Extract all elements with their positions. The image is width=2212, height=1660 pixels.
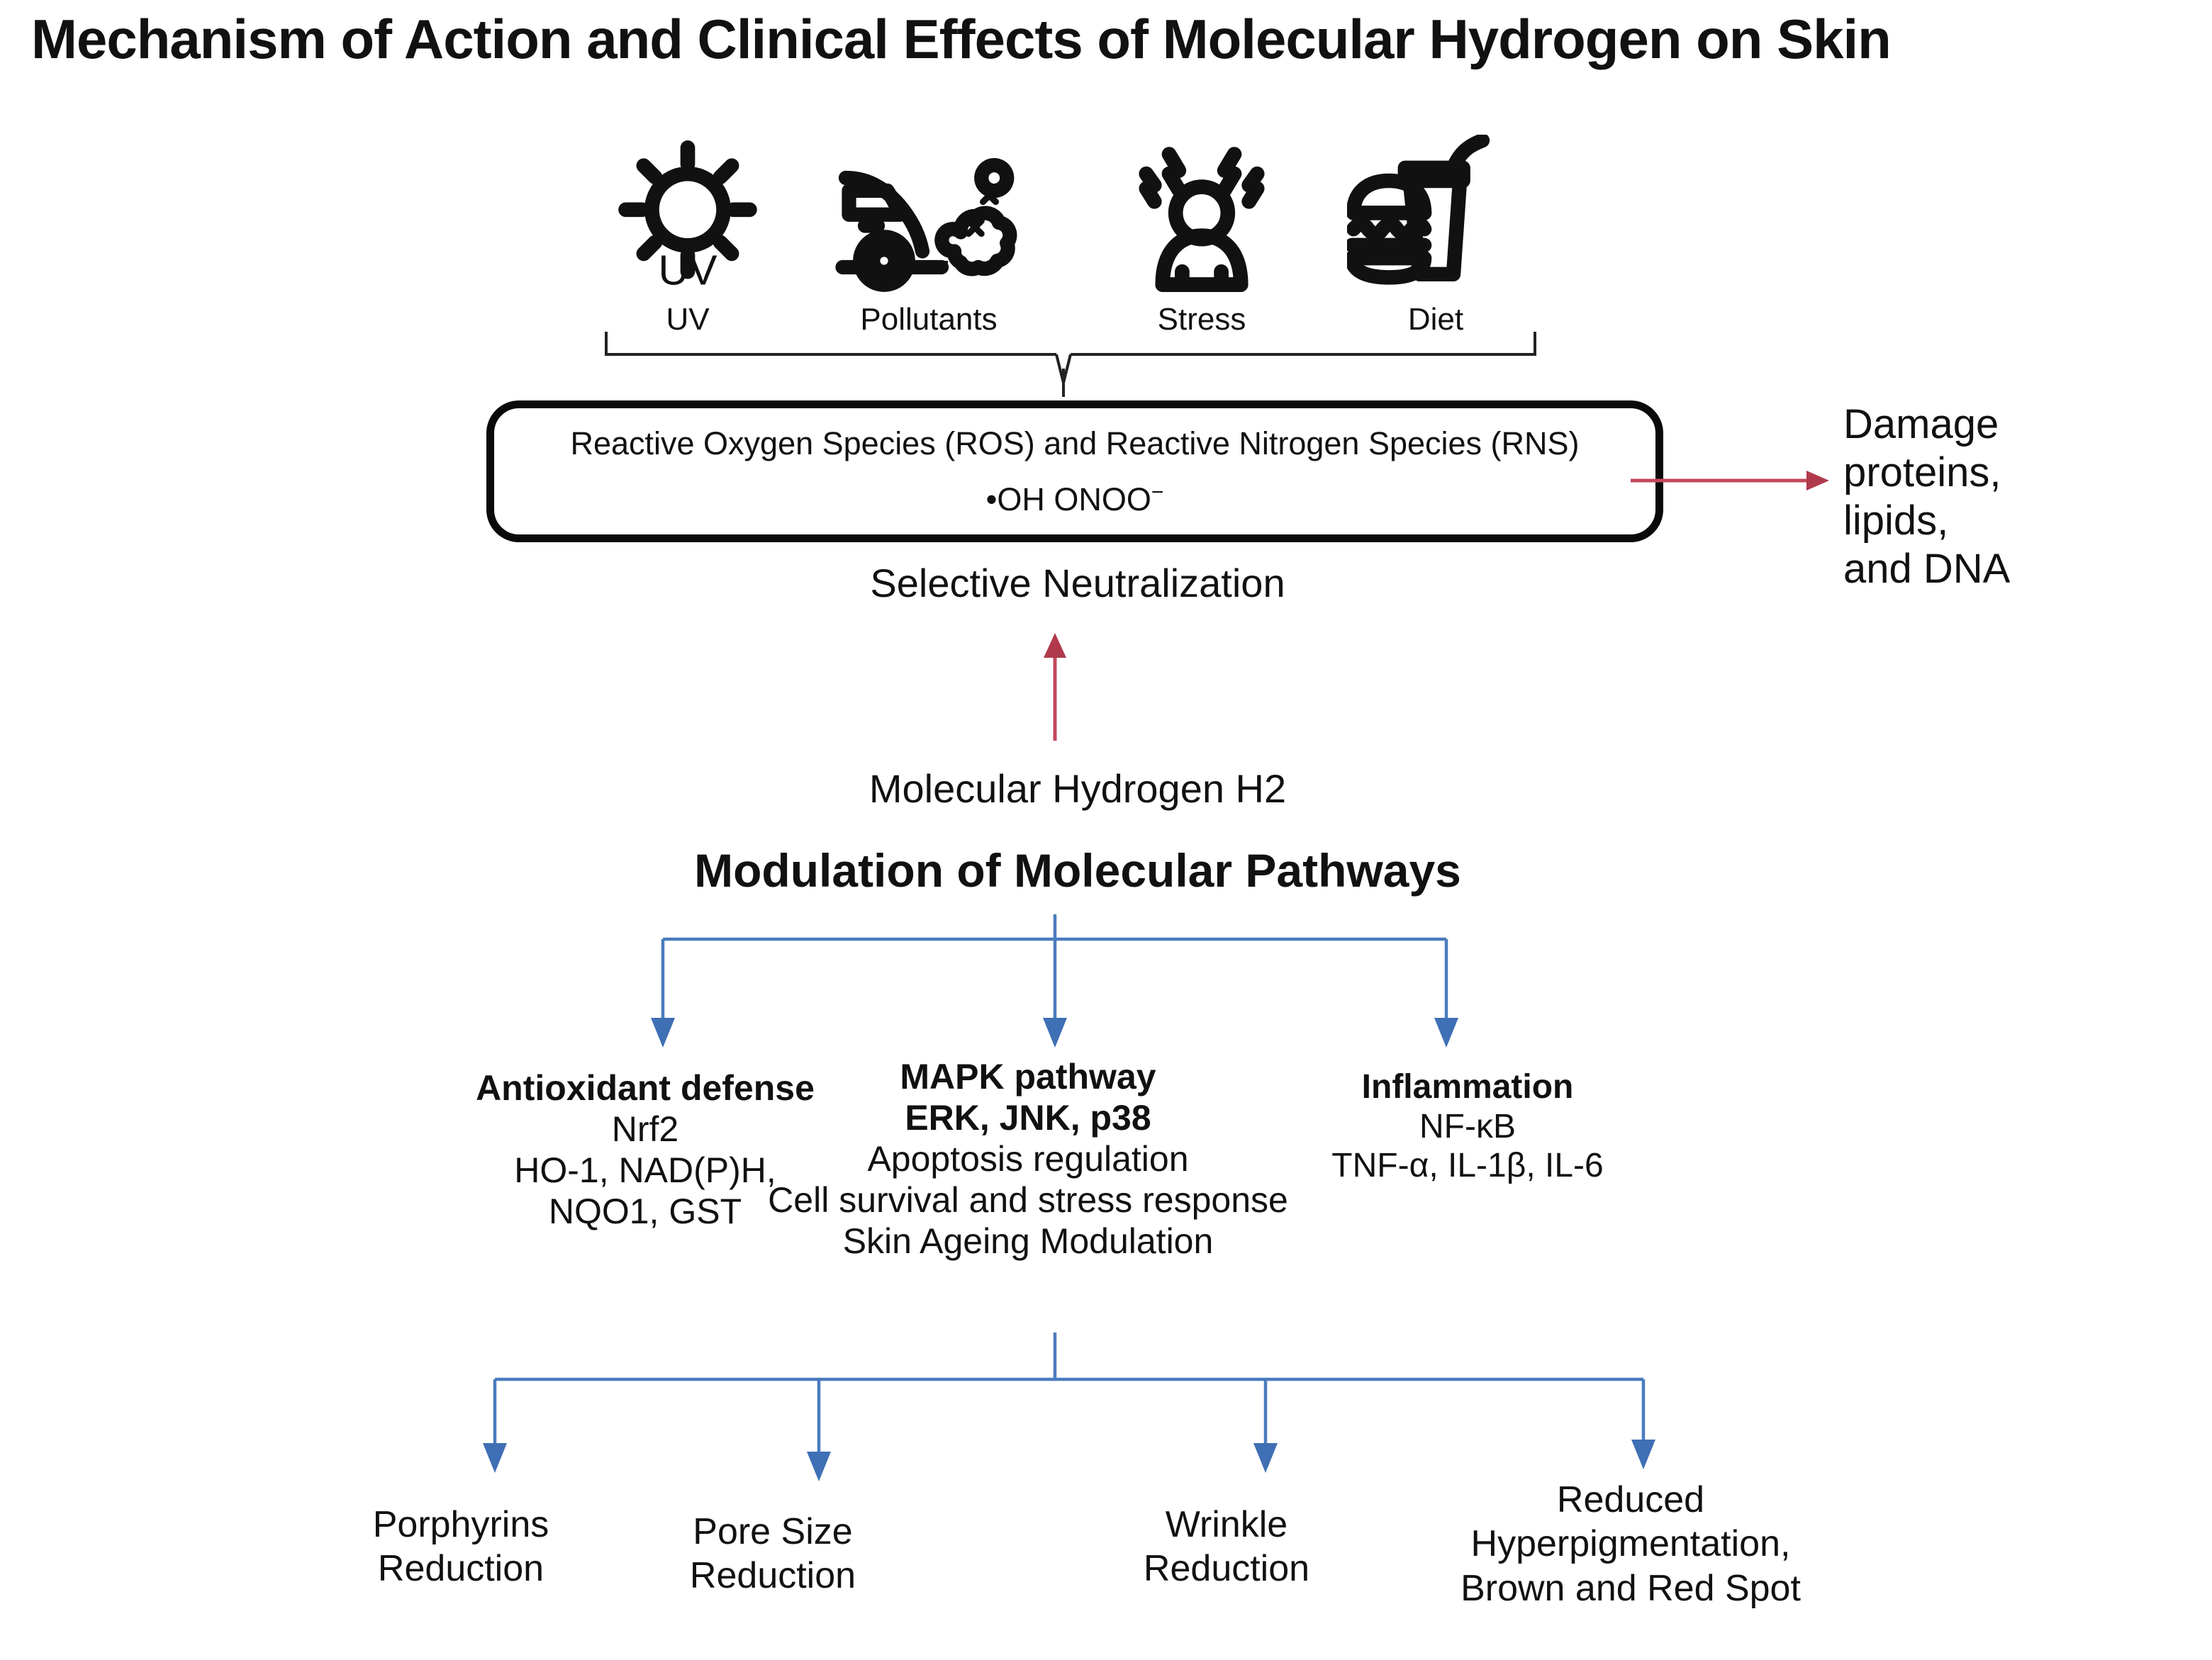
burger-drink-diet-icon	[1329, 135, 1542, 298]
source-label: UV	[666, 302, 710, 337]
outcome-line: Porphyrins	[372, 1504, 549, 1545]
source-label: Stress	[1157, 302, 1246, 337]
pathway-subheading: ERK, JNK, p38	[905, 1098, 1151, 1138]
ros-rns-line1: Reactive Oxygen Species (ROS) and Reacti…	[570, 425, 1580, 461]
sun-uv-icon: UV	[581, 135, 794, 298]
outcome-line: Pore Size	[693, 1511, 853, 1552]
pathway-heading: MAPK pathway	[900, 1057, 1156, 1097]
outcome-reduced-hyperpigmentation: Reduced Hyperpigmentation, Brown and Red…	[1382, 1478, 1879, 1610]
pathways-to-outcomes-connector	[483, 1333, 1655, 1481]
pathway-line: TNF‑α, IL‑1β, IL‑6	[1331, 1147, 1604, 1185]
damage-line: lipids,	[1843, 497, 1949, 544]
ros-rns-line2: •OH ONOO−	[985, 480, 1164, 517]
modulation-to-pathways-connector	[651, 914, 1458, 1048]
pathway-inflammation: Inflammation NF‑κB TNF‑α, IL‑1β, IL‑6	[1248, 1067, 1687, 1186]
car-exhaust-pollution-icon	[822, 135, 1035, 298]
damage-line: proteins,	[1843, 449, 2001, 495]
page-title: Mechanism of Action and Clinical Effects…	[31, 8, 1892, 70]
pathway-heading: Antioxidant defense	[476, 1068, 815, 1108]
damage-outcome-text: Damage proteins, lipids, and DNA	[1843, 400, 2141, 593]
outcome-wrinkle-reduction: Wrinkle Reduction	[1063, 1503, 1390, 1591]
outcome-line: Reduced	[1556, 1479, 1705, 1520]
source-diet: Diet	[1329, 135, 1542, 337]
pathway-antioxidant-defense: Antioxidant defense Nrf2 HO‑1, NAD(P)H, …	[425, 1067, 865, 1232]
pathway-line: Skin Ageing Modulation	[842, 1221, 1214, 1261]
source-pollutants: Pollutants	[822, 135, 1035, 337]
source-label: Diet	[1407, 302, 1464, 337]
pathway-line: Apoptosis regulation	[867, 1139, 1189, 1179]
damage-line: Damage	[1843, 401, 1999, 447]
pathway-heading: Inflammation	[1361, 1068, 1574, 1106]
ros-rns-box: Reactive Oxygen Species (ROS) and Reacti…	[486, 400, 1663, 542]
svg-text:UV: UV	[658, 247, 717, 294]
pathway-line: NF‑κB	[1419, 1107, 1516, 1145]
outcome-pore-size-reduction: Pore Size Reduction	[610, 1510, 936, 1598]
hydrogen-to-neutralization-arrow	[1044, 633, 1066, 741]
pathway-line: Nrf2	[611, 1109, 679, 1149]
pathway-line: NQO1, GST	[548, 1191, 742, 1231]
source-uv: UV UV	[581, 135, 794, 337]
source-stress: Stress	[1095, 135, 1308, 337]
selective-neutralization-label: Selective Neutralization	[870, 561, 1285, 605]
outcome-porphyrins-reduction: Porphyrins Reduction	[298, 1503, 624, 1591]
sources-bracket	[605, 332, 1536, 397]
damage-line: and DNA	[1843, 545, 2011, 592]
modulation-heading: Modulation of Molecular Pathways	[694, 844, 1461, 897]
outcome-line: Reduction	[377, 1548, 544, 1590]
stressed-person-icon	[1095, 135, 1308, 298]
pathway-line: HO‑1, NAD(P)H,	[514, 1150, 776, 1190]
pathway-mapk: MAPK pathway ERK, JNK, p38 Apoptosis reg…	[737, 1056, 1319, 1262]
molecular-hydrogen-label: Molecular Hydrogen H2	[868, 766, 1287, 811]
outcome-line: Reduction	[1143, 1548, 1310, 1590]
outcome-line: Reduction	[689, 1555, 856, 1597]
outcome-line: Hyperpigmentation,	[1470, 1523, 1791, 1565]
pathway-line: Cell survival and stress response	[768, 1180, 1288, 1220]
source-label: Pollutants	[860, 302, 998, 337]
outcome-line: Wrinkle	[1165, 1504, 1288, 1545]
outcome-line: Brown and Red Spot	[1460, 1567, 1801, 1609]
